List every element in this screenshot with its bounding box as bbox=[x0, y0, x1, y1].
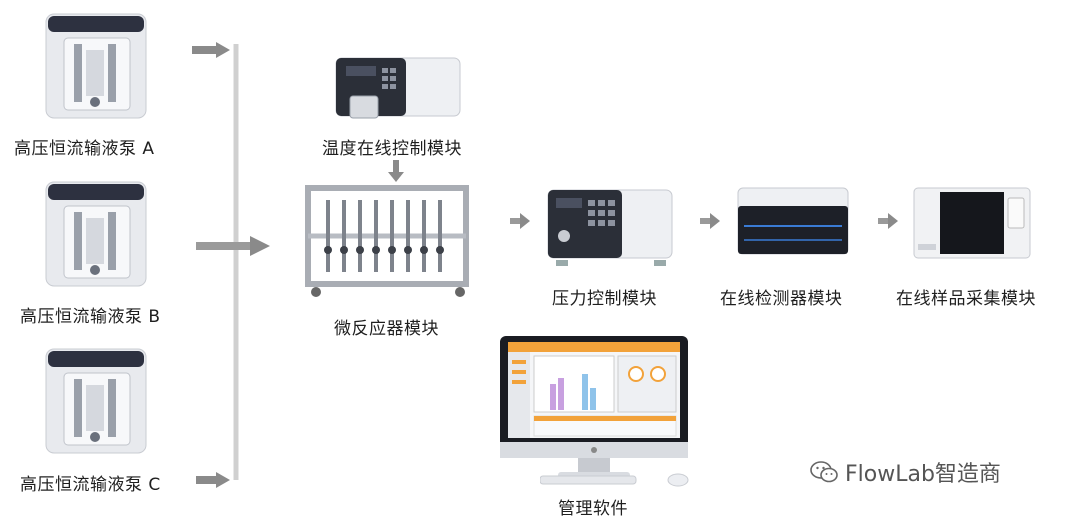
arrow-detector-to-sampler bbox=[878, 213, 898, 229]
reactor-module bbox=[296, 180, 482, 300]
pressure-module-label: 压力控制模块 bbox=[552, 289, 657, 309]
wechat-icon bbox=[810, 461, 838, 483]
detector-module-label: 在线检测器模块 bbox=[720, 289, 843, 309]
arrow-temperature-to-reactor bbox=[388, 160, 404, 182]
pump-c-icon bbox=[45, 348, 147, 454]
arrow-pump-c bbox=[196, 472, 230, 488]
temperature-module-label: 温度在线控制模块 bbox=[322, 139, 462, 159]
pump-c bbox=[36, 345, 156, 460]
microreactor-icon bbox=[305, 185, 469, 297]
detector-module bbox=[734, 182, 852, 266]
software-monitor bbox=[494, 334, 694, 484]
pump-b bbox=[36, 178, 156, 293]
pressure-controller-icon bbox=[547, 189, 673, 266]
temperature-module bbox=[330, 52, 466, 128]
watermark-text: FlowLab智造商 bbox=[845, 462, 1001, 487]
reactor-module-label: 微反应器模块 bbox=[334, 319, 439, 339]
temperature-controller-icon bbox=[335, 57, 461, 119]
pump-connectors bbox=[192, 42, 270, 488]
pump-b-icon bbox=[45, 181, 147, 287]
pump-c-label: 高压恒流输液泵 C bbox=[20, 475, 161, 495]
pressure-module bbox=[544, 184, 676, 270]
keyboard-mouse bbox=[540, 472, 700, 488]
sampler-module bbox=[910, 184, 1034, 268]
watermark: FlowLab智造商 bbox=[810, 456, 1001, 488]
computer-monitor-icon bbox=[500, 336, 688, 478]
arrow-pump-b bbox=[196, 236, 270, 256]
pump-b-label: 高压恒流输液泵 B bbox=[20, 307, 161, 327]
pump-a bbox=[36, 10, 156, 125]
arrow-pump-a bbox=[192, 42, 230, 58]
pump-a-icon bbox=[45, 13, 147, 119]
detector-icon bbox=[737, 187, 849, 255]
software-label: 管理软件 bbox=[558, 499, 628, 519]
arrow-reactor-to-pressure bbox=[510, 213, 530, 229]
keyboard-mouse-icon bbox=[540, 473, 689, 487]
pump-a-label: 高压恒流输液泵 A bbox=[14, 139, 155, 159]
arrow-pressure-to-detector bbox=[700, 213, 720, 229]
sampler-module-label: 在线样品采集模块 bbox=[896, 289, 1036, 309]
sample-collector-icon bbox=[913, 187, 1031, 259]
